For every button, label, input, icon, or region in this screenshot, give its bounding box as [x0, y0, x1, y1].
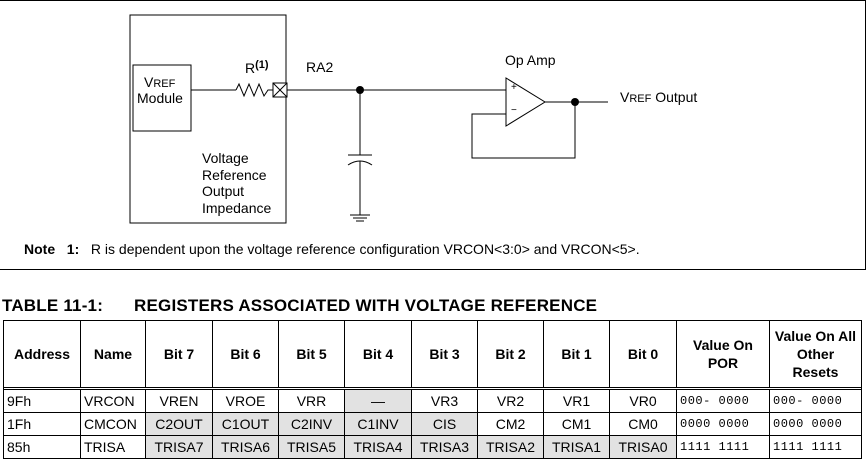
circuit-diagram	[129, 14, 608, 224]
table-title: TABLE 11-1: REGISTERS ASSOCIATED WITH VOL…	[2, 296, 597, 316]
header-bit5: Bit 5	[278, 320, 345, 388]
cell-bit6: TRISA6	[212, 435, 279, 459]
header-value-other-resets: Value On All Other Resets	[769, 320, 862, 388]
resistor-label: R(1)	[245, 59, 269, 78]
table-caption: REGISTERS ASSOCIATED WITH VOLTAGE REFERE…	[134, 296, 598, 315]
cell-address: 85h	[3, 435, 81, 459]
cell-value-por: 1111 1111	[676, 435, 770, 459]
register-table: Address Name Bit 7 Bit 6 Bit 5 Bit 4 Bit…	[3, 320, 862, 459]
header-name: Name	[80, 320, 146, 388]
cell-bit1: TRISA1	[543, 435, 610, 459]
opamp-minus: −	[511, 105, 517, 116]
cell-name: VRCON	[80, 389, 146, 413]
vref-module-label: VREF	[144, 74, 175, 92]
table-number: TABLE 11-1:	[2, 296, 104, 315]
pin-label: RA2	[306, 59, 334, 75]
header-bit2: Bit 2	[477, 320, 544, 388]
impedance-line-1: Voltage	[202, 150, 249, 166]
cell-bit1: CM1	[543, 412, 610, 436]
cell-value-other: 000- 0000	[769, 389, 862, 413]
note-number: 1:	[66, 241, 80, 257]
cell-bit6: C1OUT	[212, 412, 279, 436]
vref-output-text: Output	[651, 89, 698, 105]
cell-bit6: VROE	[212, 389, 279, 413]
cell-value-other: 1111 1111	[769, 435, 862, 459]
vref-output-v: V	[620, 89, 630, 105]
cell-name: CMCON	[80, 412, 146, 436]
cell-bit3: VR3	[411, 389, 478, 413]
cell-bit7: VREN	[145, 389, 213, 413]
cell-value-por: 000- 0000	[676, 389, 770, 413]
opamp-label: Op Amp	[505, 52, 556, 68]
figure-frame: VREF Module R(1) RA2 Op Amp + − VREF Out…	[0, 0, 866, 270]
header-value-por: Value On POR	[676, 320, 770, 388]
vref-output-label: VREF Output	[620, 89, 697, 107]
table-header-row: Address Name Bit 7 Bit 6 Bit 5 Bit 4 Bit…	[3, 320, 862, 388]
resistor-footnote: (1)	[255, 59, 269, 71]
cell-bit5: TRISA5	[278, 435, 345, 459]
impedance-line-3: Output	[202, 183, 245, 199]
vref-output-ref: REF	[629, 93, 652, 105]
resistor-r: R	[245, 60, 256, 76]
table-row: 9Fh VRCON VREN VROE VRR — VR3 VR2 VR1 VR…	[3, 389, 862, 413]
table-row: 1Fh CMCON C2OUT C1OUT C2INV C1INV CIS CM…	[3, 412, 862, 436]
note-lead: Note	[24, 241, 56, 257]
cell-bit7: TRISA7	[145, 435, 213, 459]
header-bit7: Bit 7	[145, 320, 213, 388]
cell-bit3: CIS	[411, 412, 478, 436]
vref-module-line2: Module	[137, 90, 183, 106]
cell-bit2: VR2	[477, 389, 544, 413]
cell-bit4: C1INV	[344, 412, 412, 436]
opamp-plus: +	[511, 82, 517, 93]
cell-bit1: VR1	[543, 389, 610, 413]
cell-value-other: 0000 0000	[769, 412, 862, 436]
cell-bit0: VR0	[609, 389, 677, 413]
cell-bit5: C2INV	[278, 412, 345, 436]
header-bit3: Bit 3	[411, 320, 478, 388]
header-bit6: Bit 6	[212, 320, 279, 388]
cell-name: TRISA	[80, 435, 146, 459]
header-address: Address	[3, 320, 81, 388]
impedance-line-4: Impedance	[202, 200, 272, 216]
cell-bit0: CM0	[609, 412, 677, 436]
cell-bit4: TRISA4	[344, 435, 412, 459]
cell-bit5: VRR	[278, 389, 345, 413]
figure-note: Note 1: R is dependent upon the voltage …	[24, 241, 640, 257]
vref-module-ref: REF	[153, 78, 176, 90]
header-bit4: Bit 4	[344, 320, 412, 388]
impedance-line-2: Reference	[202, 167, 267, 183]
cell-bit2: CM2	[477, 412, 544, 436]
cell-value-por: 0000 0000	[676, 412, 770, 436]
cell-bit7: C2OUT	[145, 412, 213, 436]
cell-address: 1Fh	[3, 412, 81, 436]
cell-bit2: TRISA2	[477, 435, 544, 459]
cell-bit4: —	[344, 389, 412, 413]
cell-address: 9Fh	[3, 389, 81, 413]
table-row: 85h TRISA TRISA7 TRISA6 TRISA5 TRISA4 TR…	[3, 435, 862, 459]
header-bit0: Bit 0	[609, 320, 677, 388]
header-bit1: Bit 1	[543, 320, 610, 388]
cell-bit3: TRISA3	[411, 435, 478, 459]
vref-module-v: V	[144, 74, 154, 90]
cell-bit0: TRISA0	[609, 435, 677, 459]
note-text: R is dependent upon the voltage referenc…	[90, 241, 640, 257]
